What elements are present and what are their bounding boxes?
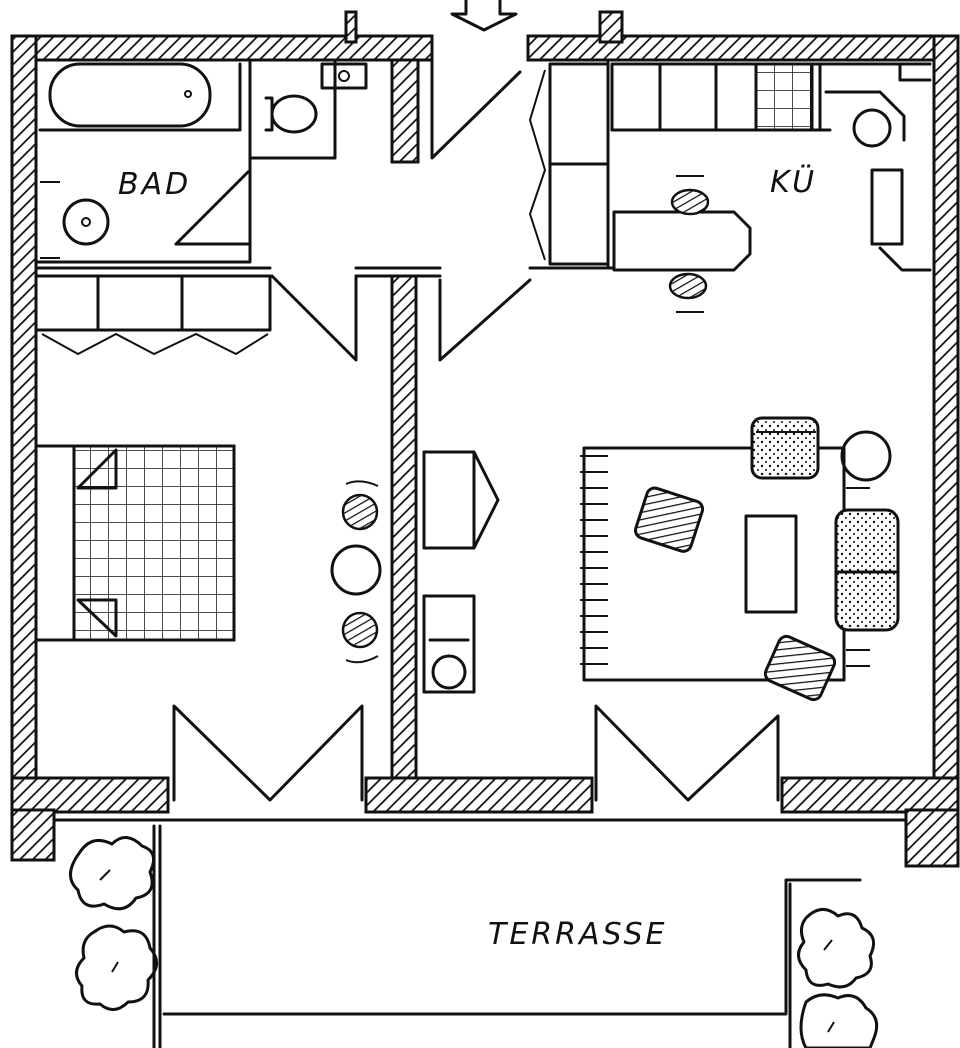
kitchen xyxy=(610,62,932,313)
bedroom-door[interactable] xyxy=(270,274,358,362)
dining-chair-icon xyxy=(670,188,710,216)
sofa-icon xyxy=(834,508,900,632)
hall-closet xyxy=(548,62,610,266)
desk-icon xyxy=(422,450,500,550)
room-label-terrace: TERRASSE xyxy=(488,917,667,952)
terrace xyxy=(52,810,908,1048)
cabinet xyxy=(422,594,476,694)
entrance-door[interactable] xyxy=(430,58,522,160)
room-label-kitchen: KÜ xyxy=(770,164,817,200)
plant-icon xyxy=(69,836,156,911)
bedroom-window-door[interactable] xyxy=(172,704,364,802)
bathtub-icon xyxy=(48,62,212,128)
armchair-icon xyxy=(750,416,820,480)
armchair-icon xyxy=(763,634,837,702)
plant-icon xyxy=(75,924,158,1011)
closet xyxy=(34,274,272,332)
coffee-table xyxy=(744,514,798,614)
toilet-icon xyxy=(270,94,318,134)
hall xyxy=(34,62,610,362)
stove-icon xyxy=(754,62,814,132)
side-table-icon xyxy=(840,430,892,482)
plant-icon xyxy=(797,908,876,989)
bed-icon xyxy=(72,444,236,642)
round-table-icon xyxy=(330,544,382,596)
dining-chair-icon xyxy=(668,272,708,300)
living-room xyxy=(422,416,900,802)
living-room-door[interactable] xyxy=(438,278,532,362)
living-room-window-door[interactable] xyxy=(594,704,780,802)
sink-icon xyxy=(62,198,110,246)
nightstand-chair-icon xyxy=(341,611,379,649)
entrance-arrow-icon xyxy=(450,0,518,32)
plant-icon xyxy=(799,993,879,1048)
exterior-walls xyxy=(10,34,960,868)
armchair-icon xyxy=(634,486,705,553)
bathroom-door[interactable] xyxy=(174,170,250,246)
bedroom xyxy=(34,444,382,802)
fridge-icon xyxy=(852,108,892,148)
wash-basin-icon xyxy=(320,62,368,90)
nightstand-chair-icon xyxy=(341,493,379,531)
dining-table xyxy=(612,210,752,272)
room-label-bath: BAD xyxy=(118,167,191,202)
bathroom xyxy=(38,62,368,259)
